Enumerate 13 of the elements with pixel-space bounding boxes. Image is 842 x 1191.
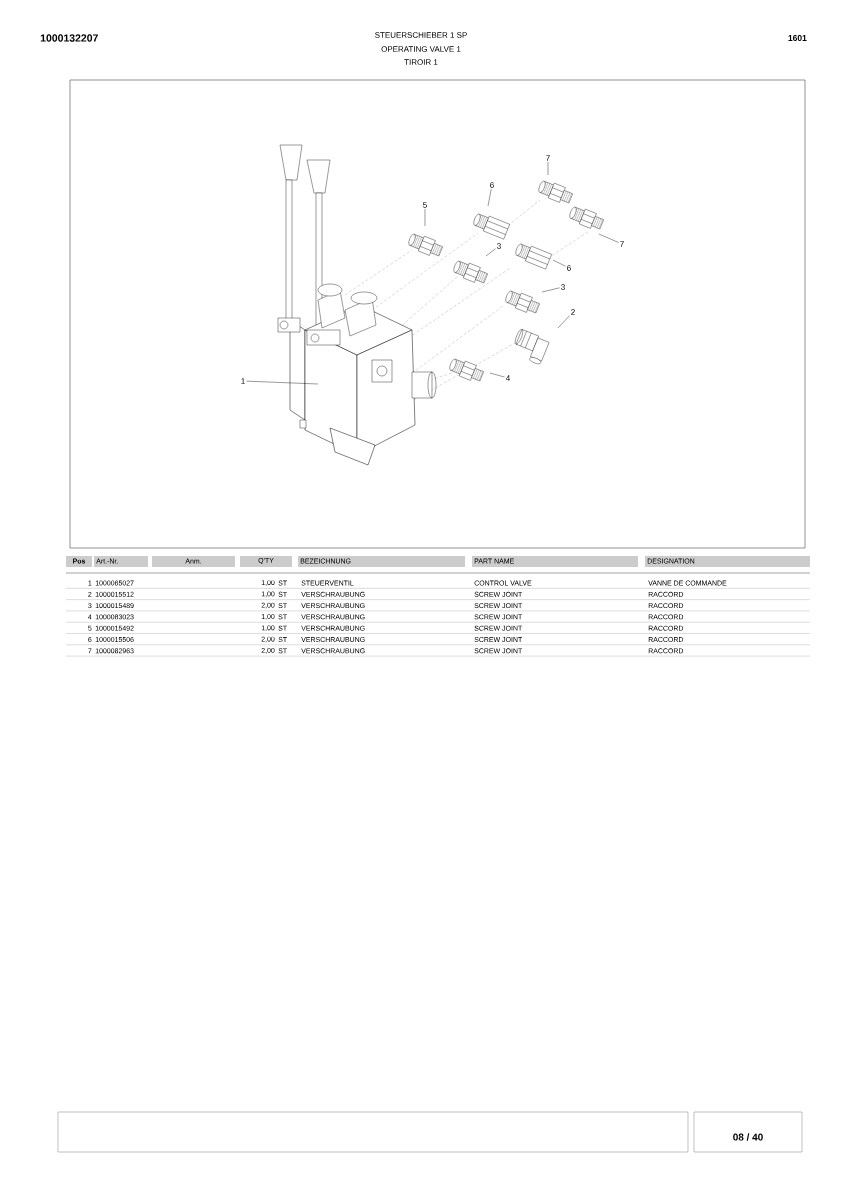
leader-line	[557, 315, 570, 329]
leader-line	[485, 248, 496, 257]
leader-line	[547, 161, 549, 176]
leader-line	[541, 287, 560, 293]
document-number: 1000132207	[40, 34, 98, 42]
leader-line	[487, 188, 492, 207]
leader-line	[246, 380, 319, 385]
leader-line	[598, 233, 619, 243]
page-number-box: 08 / 40	[693, 1111, 803, 1153]
leader-line	[552, 259, 566, 267]
page-code: 1601	[788, 35, 807, 41]
leader-line	[424, 208, 426, 227]
leader-line	[489, 372, 505, 378]
